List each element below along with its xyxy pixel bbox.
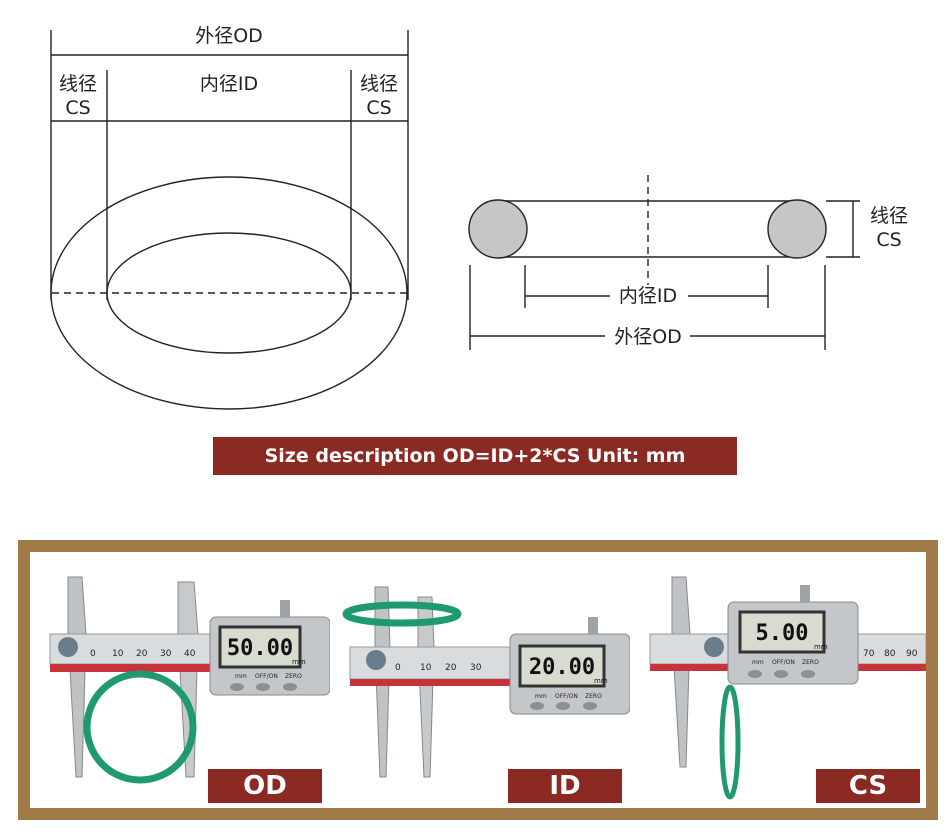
caliper-lock-screw — [280, 600, 290, 617]
button-onoff — [556, 702, 570, 710]
button-onoff — [256, 683, 270, 691]
scale-tick-90: 90 — [906, 649, 918, 659]
button-mm — [748, 670, 762, 678]
cs-label-section-2: CS — [876, 229, 901, 251]
oring-top-view — [50, 30, 409, 410]
caliper-red-strip — [350, 679, 630, 686]
cs-measurement-photo: 70 80 90 5.00 mm mm OFF/ON ZERO CS — [630, 552, 926, 808]
button-label-onoff: OFF/ON — [255, 673, 278, 680]
lcd-reading: 20.00 — [529, 655, 595, 680]
button-zero — [801, 670, 815, 678]
inner-ellipse — [106, 232, 352, 354]
button-label-onoff: OFF/ON — [772, 659, 795, 666]
scale-tick-40: 40 — [184, 649, 196, 659]
button-label-mm: mm — [535, 693, 547, 700]
caliper-lock-screw — [800, 585, 810, 602]
caliper-jaw-fixed — [671, 576, 691, 768]
cs-label-section-1: 线径 — [870, 205, 908, 227]
id-tag: ID — [508, 769, 622, 803]
scale-tick-70: 70 — [863, 649, 875, 659]
lcd-unit: mm — [594, 677, 608, 685]
section-right-circle — [767, 199, 827, 259]
caliper-od-image: 0 10 20 30 40 50.00 mm mm OFF/ON ZERO — [49, 576, 331, 784]
od-label-top: 外径OD — [195, 25, 263, 47]
scale-tick-10: 10 — [420, 663, 432, 673]
caliper-cs-image: 70 80 90 5.00 mm mm OFF/ON ZERO — [649, 576, 926, 800]
scale-tick-20: 20 — [445, 663, 457, 673]
button-label-zero: ZERO — [285, 673, 302, 680]
section-left-circle — [468, 199, 528, 259]
lcd-reading: 5.00 — [756, 621, 809, 646]
scale-tick-20: 20 — [136, 649, 148, 659]
cs-label-right-1: 线径 — [360, 73, 398, 95]
button-label-mm: mm — [752, 659, 764, 666]
id-label-top: 内径ID — [200, 73, 258, 95]
caliper-brand-logo — [58, 637, 78, 657]
cs-label-left-2: CS — [65, 97, 90, 119]
button-mm — [530, 702, 544, 710]
caliper-brand-logo — [704, 637, 724, 657]
caliper-lcd — [518, 644, 606, 688]
caliper-lcd — [738, 610, 826, 654]
id-measurement-photo: 0 10 20 30 20.00 mm mm OFF/ON ZERO ID — [330, 552, 631, 808]
green-oring — [719, 684, 741, 800]
button-onoff — [774, 670, 788, 678]
caliper-brand-logo — [366, 650, 386, 670]
caliper-red-strip — [50, 664, 330, 672]
od-tag: OD — [208, 769, 322, 803]
measurement-photo-frame: 0 10 20 30 40 50.00 mm mm OFF/ON ZERO — [18, 540, 938, 820]
button-label-mm: mm — [235, 673, 247, 680]
scale-tick-10: 10 — [112, 649, 124, 659]
lcd-unit: mm — [292, 658, 306, 666]
oring-dimension-diagram: 外径OD 内径ID 线径 CS 线径 CS 线径 CS 内径ID 外径OD — [50, 25, 908, 410]
scale-tick-0: 0 — [395, 663, 401, 673]
oring-cross-section-view — [468, 175, 860, 350]
lcd-unit: mm — [814, 643, 828, 651]
caliper-lcd — [218, 625, 302, 669]
button-mm — [230, 683, 244, 691]
measurement-photo-strip: 0 10 20 30 40 50.00 mm mm OFF/ON ZERO — [30, 552, 926, 808]
button-zero — [283, 683, 297, 691]
scale-tick-80: 80 — [884, 649, 896, 659]
cs-label-right-2: CS — [366, 97, 391, 119]
button-label-zero: ZERO — [802, 659, 819, 666]
caliper-id-image: 0 10 20 30 20.00 mm mm OFF/ON ZERO — [342, 586, 631, 778]
caliper-lock-screw — [588, 617, 598, 634]
green-oring — [83, 670, 197, 784]
scale-tick-30: 30 — [160, 649, 172, 659]
button-zero — [583, 702, 597, 710]
green-oring — [342, 601, 462, 627]
od-label-section: 外径OD — [614, 326, 682, 348]
scale-tick-0: 0 — [90, 649, 96, 659]
lcd-reading: 50.00 — [227, 636, 293, 661]
button-label-onoff: OFF/ON — [555, 693, 578, 700]
cs-label-left-1: 线径 — [59, 73, 97, 95]
size-description-banner: Size description OD=ID+2*CS Unit: mm — [213, 437, 737, 475]
od-measurement-photo: 0 10 20 30 40 50.00 mm mm OFF/ON ZERO — [30, 552, 331, 808]
cs-tag: CS — [816, 769, 920, 803]
id-label-section: 内径ID — [619, 285, 677, 307]
caliper-jaw-fixed — [67, 576, 87, 778]
scale-tick-30: 30 — [470, 663, 482, 673]
button-label-zero: ZERO — [585, 693, 602, 700]
